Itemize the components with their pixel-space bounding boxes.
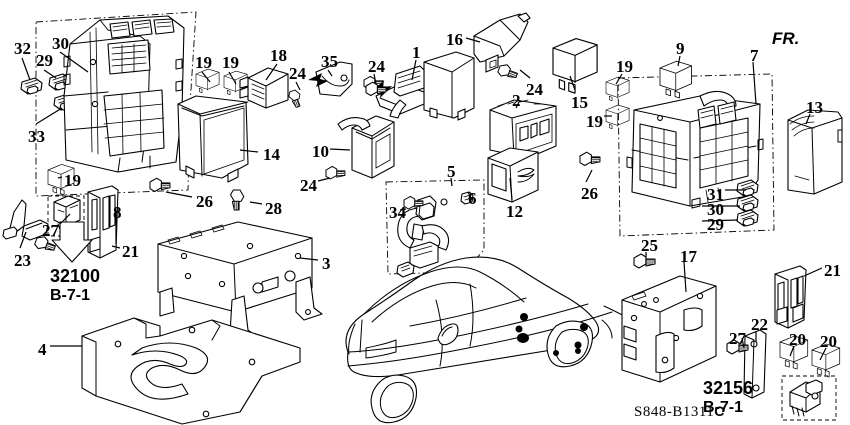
part-group-32156: 32156 B-7-1 xyxy=(703,378,753,418)
callout-27-b: 27 xyxy=(729,329,746,348)
callout-1: 1 xyxy=(412,43,421,62)
callout-8: 8 xyxy=(113,203,122,222)
front-orientation-label: FR. xyxy=(772,29,800,48)
callout-3: 3 xyxy=(322,254,331,273)
callout-5: 5 xyxy=(447,162,456,181)
diagram-id: S848-B1311C xyxy=(634,403,725,421)
callout-20-b: 20 xyxy=(820,332,837,351)
callout-30-left: 30 xyxy=(52,34,69,53)
callout-24-d: 24 xyxy=(300,176,317,195)
callout-23: 23 xyxy=(14,251,31,270)
callout-16: 16 xyxy=(446,30,463,49)
callout-24-b: 24 xyxy=(368,57,385,76)
callout-29-left: 29 xyxy=(36,51,53,70)
callout-19-e: 19 xyxy=(64,171,81,190)
callout-32: 32 xyxy=(14,39,31,58)
callout-26-b: 26 xyxy=(581,184,598,203)
callout-14: 14 xyxy=(263,145,280,164)
callout-30-right: 30 xyxy=(707,200,724,219)
callout-24-a: 24 xyxy=(289,64,306,83)
diagram-id-code: S848-B1311 xyxy=(634,404,715,420)
callout-22: 22 xyxy=(751,315,768,334)
callout-24-c: 24 xyxy=(526,80,543,99)
callout-35: 35 xyxy=(321,52,338,71)
diagram-id-suffix: C xyxy=(714,403,725,419)
callout-19-d: 19 xyxy=(586,112,603,131)
callout-34: 34 xyxy=(389,203,406,222)
callout-27-a: 27 xyxy=(42,221,59,240)
callout-19-c: 19 xyxy=(616,57,633,76)
callout-17: 17 xyxy=(680,247,697,266)
callout-29-right: 29 xyxy=(707,215,724,234)
part-group-32100-number: 32100 xyxy=(50,266,101,286)
callout-4: 4 xyxy=(38,340,47,359)
callout-21-b: 21 xyxy=(824,261,841,280)
part-group-32100-sub: B-7-1 xyxy=(50,287,91,305)
part-group-32156-sub: B-7-1 xyxy=(703,399,744,417)
callout-19-b: 19 xyxy=(222,53,239,72)
callout-19-a: 19 xyxy=(195,53,212,72)
callout-25: 25 xyxy=(641,236,658,255)
part-group-32156-number: 32156 xyxy=(703,378,754,398)
callout-21-a: 21 xyxy=(122,242,139,261)
callout-9: 9 xyxy=(676,39,685,58)
part-group-32100: 32100 B-7-1 xyxy=(50,266,100,306)
callout-15: 15 xyxy=(571,93,588,112)
callout-6: 6 xyxy=(468,189,477,208)
callout-12: 12 xyxy=(506,202,523,221)
callout-20-a: 20 xyxy=(789,330,806,349)
callout-2: 2 xyxy=(512,91,521,110)
callout-13: 13 xyxy=(806,98,823,117)
callout-31: 31 xyxy=(707,185,724,204)
callout-7: 7 xyxy=(750,46,759,65)
callout-33: 33 xyxy=(28,127,45,146)
callout-10: 10 xyxy=(312,142,329,161)
callout-28: 28 xyxy=(265,199,282,218)
callout-26-a: 26 xyxy=(196,192,213,211)
callout-18: 18 xyxy=(270,46,287,65)
